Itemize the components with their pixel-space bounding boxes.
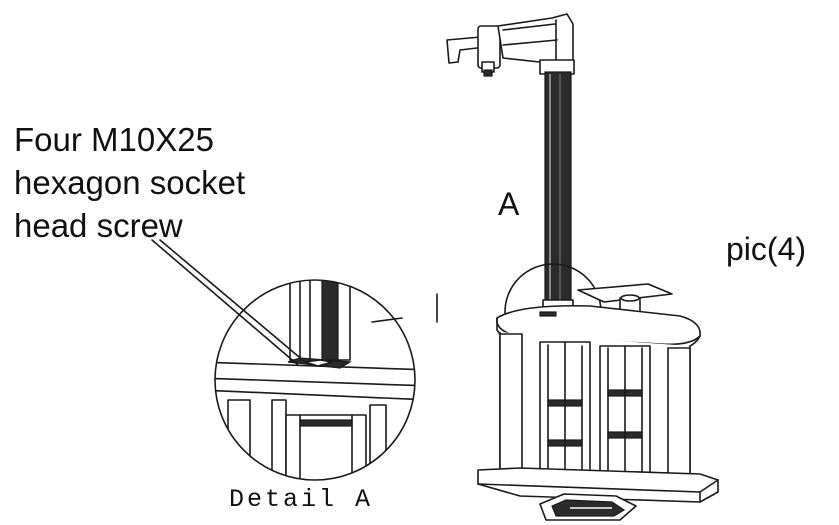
bracket-fragment [371,317,403,323]
cabinet-body [499,332,691,483]
callout-label: Four M10X25 hexagon socket head screw [14,121,246,244]
figure-label: pic(4) [726,231,807,267]
base-plate [477,467,719,503]
machine-illustration [436,13,719,521]
foot-pedal [539,493,637,521]
top-arm [446,13,575,77]
vertical-column [542,71,574,315]
detail-view-label: A [498,186,520,222]
detail-a-circle [214,279,416,481]
detail-caption: Detail A [229,485,374,514]
callout-leader-lines [151,239,306,366]
